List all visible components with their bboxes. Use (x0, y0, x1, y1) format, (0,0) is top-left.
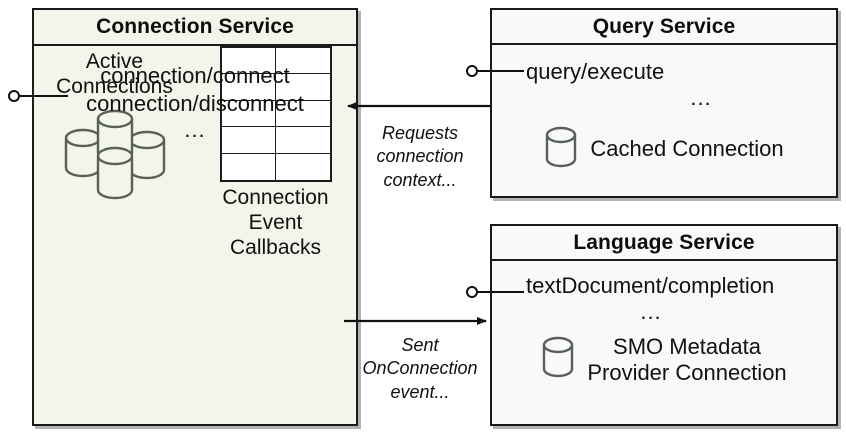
lollipop-stem (478, 291, 524, 293)
table-cell (275, 101, 330, 128)
table-cell (221, 74, 276, 101)
component-connection-service[interactable]: Connection Service connection/connect co… (32, 8, 358, 426)
language-service-operations: textDocument/completion ... (492, 261, 836, 326)
table-cell (221, 48, 276, 75)
table-cell (275, 127, 330, 154)
connector-label-sent-onconnection-event: Sent OnConnection event... (362, 335, 478, 402)
query-service-resource: Cached Connection (492, 124, 836, 175)
connection-service-body: connection/connect connection/disconnect… (34, 46, 356, 260)
lollipop-ball-icon (466, 286, 478, 298)
operations-ellipsis: ... (184, 116, 206, 142)
lollipop-stem (478, 70, 524, 72)
active-connections-label: Active Connections (56, 50, 173, 98)
operation-textdocument-completion: textDocument/completion (526, 273, 775, 298)
smo-metadata-provider-connection-label: SMO Metadata Provider Connection (587, 333, 787, 385)
database-cluster-icon (62, 108, 168, 207)
language-service-resource: SMO Metadata Provider Connection (492, 334, 836, 386)
operations-ellipsis: ... (640, 299, 662, 325)
connector-requests-connection-context (347, 102, 490, 110)
connector-label-requests-connection-context: Requests connection context... (376, 123, 464, 190)
database-cylinder-icon (544, 124, 578, 175)
cached-connection-label: Cached Connection (590, 136, 784, 162)
connector-sent-onconnection-event (344, 317, 487, 325)
table-cell (221, 127, 276, 154)
operation-connection-disconnect: connection/disconnect (86, 90, 304, 116)
lollipop-ball-icon (466, 65, 478, 77)
feature-connection-event-callbacks: Connection Event Callbacks (201, 46, 351, 260)
feature-active-connections: Active Connections (40, 50, 190, 207)
operation-connection-connect: connection/connect (100, 63, 290, 88)
connection-service-title: Connection Service (34, 10, 356, 46)
lollipop-ball-icon (8, 90, 20, 102)
language-service-provided-interface[interactable] (466, 282, 524, 302)
query-service-title: Query Service (492, 10, 836, 45)
table-cell (276, 154, 330, 180)
table-cell (275, 74, 330, 101)
table-cell (221, 100, 276, 128)
table-cell (222, 153, 276, 180)
connection-service-provided-interface[interactable] (8, 86, 68, 106)
query-service-provided-interface[interactable] (466, 61, 524, 81)
language-service-body: textDocument/completion ... SMO Metadata… (492, 261, 836, 386)
connection-event-callbacks-label: Connection Event Callbacks (222, 186, 329, 259)
language-service-title: Language Service (492, 226, 836, 261)
table-cell (275, 48, 330, 75)
lollipop-stem (20, 95, 68, 97)
component-query-service[interactable]: Query Service query/execute ... Cached C… (490, 8, 838, 198)
connection-service-operations: connection/connect connection/disconnect… (34, 62, 356, 142)
operation-query-execute: query/execute (526, 59, 665, 84)
query-service-operations: query/execute ... (492, 45, 836, 112)
connection-service-features: Active Connections (34, 46, 356, 260)
database-cylinder-icon (541, 334, 575, 385)
table-grid-icon (219, 46, 332, 182)
query-service-body: query/execute ... Cached Connection (492, 45, 836, 175)
operations-ellipsis: ... (690, 85, 712, 111)
component-language-service[interactable]: Language Service textDocument/completion… (490, 224, 838, 426)
